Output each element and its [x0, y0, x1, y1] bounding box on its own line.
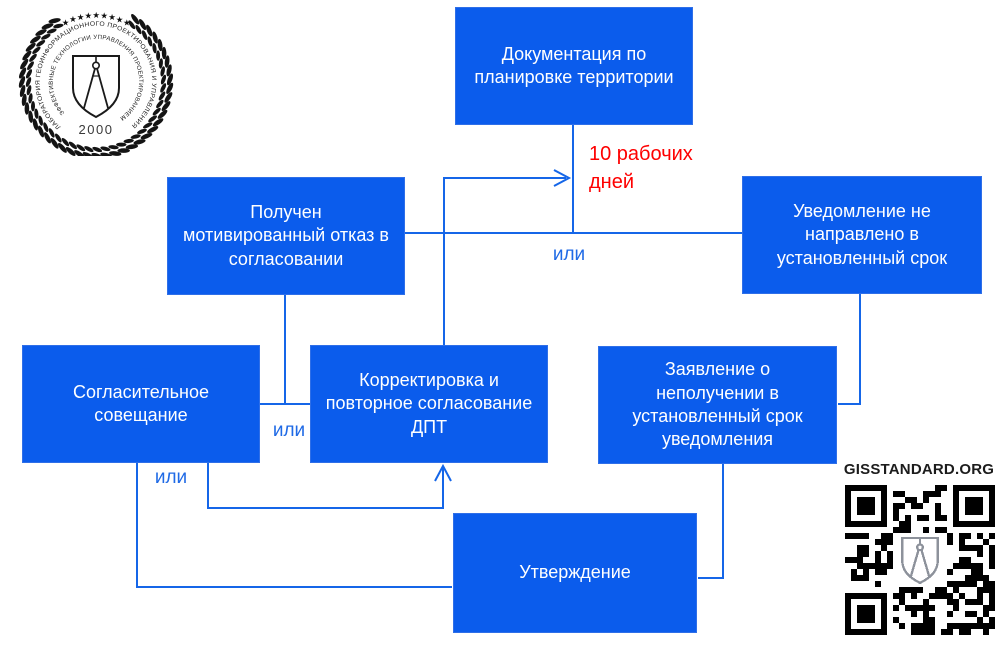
- node-notification-not-sent: Уведомление не направлено в установленны…: [742, 176, 982, 294]
- qr-shield-icon: [901, 536, 939, 585]
- node-conciliation-meeting: Согласительное совещание: [22, 345, 260, 463]
- laurel-wreath-icon: [18, 14, 174, 156]
- node-motivated-refusal: Получен мотивированный отказ в согласова…: [167, 177, 405, 295]
- svg-text:★: ★: [92, 10, 100, 20]
- node-approval: Утверждение: [453, 513, 697, 633]
- node-dpt-documentation: Документация по планировке территории: [455, 7, 693, 125]
- node-non-receipt-application: Заявление о неполучении в установленный …: [598, 346, 837, 464]
- shield-compass-icon: [72, 55, 120, 119]
- connector-notification-application: [838, 294, 861, 405]
- svg-text:★: ★: [100, 11, 108, 21]
- svg-text:★: ★: [69, 14, 77, 24]
- svg-text:★: ★: [84, 10, 92, 20]
- qr-code: [845, 485, 995, 635]
- svg-text:★: ★: [116, 14, 124, 24]
- connector-meeting-approval: [136, 463, 452, 588]
- flow-label-or-1: или: [552, 244, 586, 265]
- connector-meeting-correction-return: [207, 463, 444, 509]
- node-correction-reapproval: Корректировка и повторное согласование Д…: [310, 345, 548, 463]
- svg-text:★: ★: [108, 12, 116, 22]
- org-logo: ★★★★★★★★★ ЛАБОРАТОРИЯ ГЕОИНФОРМАЦИОННОГО…: [18, 10, 174, 156]
- arrow-right-head: [553, 169, 572, 187]
- stars-icon: ★★★★★★★★★: [62, 10, 131, 28]
- flow-label-or-2: или: [272, 420, 306, 441]
- connector-application-approval: [698, 464, 724, 579]
- svg-text:★: ★: [123, 18, 131, 28]
- arrow-up-head: [434, 463, 452, 482]
- svg-text:★: ★: [77, 12, 85, 22]
- site-caption: GISSTANDARD.ORG: [843, 461, 995, 478]
- svg-text:★: ★: [62, 17, 70, 27]
- connector-correction-feedback: [443, 177, 566, 346]
- flow-label-deadline: 10 рабочих дней: [589, 143, 693, 193]
- logo-year: 2000: [79, 122, 114, 137]
- flow-label-or-3: или: [154, 467, 188, 488]
